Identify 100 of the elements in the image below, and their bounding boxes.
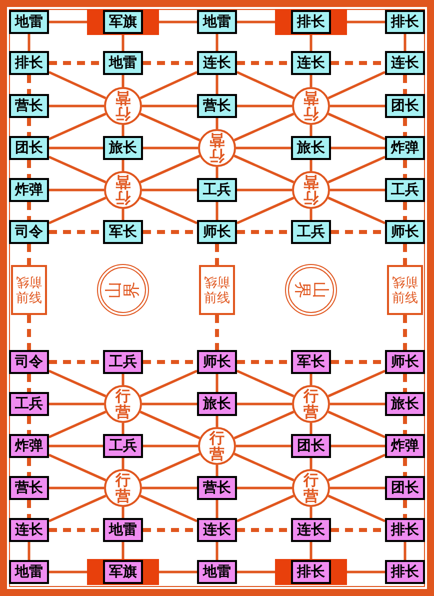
road-line <box>234 410 294 440</box>
road-line <box>48 196 106 224</box>
road-line <box>48 70 106 100</box>
piece-tile: 军旗 <box>103 10 143 34</box>
railway-line <box>403 374 407 392</box>
road-line <box>142 402 197 406</box>
piece-tile: 工兵 <box>103 350 143 374</box>
piece-tile: 炸弹 <box>9 434 49 458</box>
railway-line <box>403 118 407 136</box>
road-line <box>216 500 218 518</box>
piece-tile: 排长 <box>291 10 331 34</box>
road-line <box>49 146 103 150</box>
road-line <box>310 209 312 220</box>
piece-tile: 师长 <box>197 220 237 244</box>
railway-line <box>403 500 407 518</box>
camp-circle: 行营 <box>104 469 142 507</box>
road-line <box>404 542 406 560</box>
road-line <box>328 494 386 522</box>
piece-tile: 师长 <box>197 350 237 374</box>
road-line <box>310 75 312 87</box>
road-line <box>310 542 312 560</box>
road-line <box>140 154 200 184</box>
railway-line <box>27 315 31 350</box>
road-line <box>328 410 386 438</box>
road-line <box>404 34 406 51</box>
road-line <box>330 104 385 108</box>
frontline-box <box>199 265 235 315</box>
road-line <box>237 486 292 490</box>
piece-tile: 工兵 <box>385 178 425 202</box>
boundary-seal: 山界 <box>285 264 337 316</box>
road-line <box>49 20 87 24</box>
road-line <box>142 486 197 490</box>
road-line <box>48 112 106 140</box>
piece-tile: 团长 <box>9 136 49 160</box>
road-line <box>330 486 385 490</box>
road-line <box>234 154 294 184</box>
railway-line <box>27 118 31 136</box>
road-line <box>216 118 218 129</box>
piece-tile: 司令 <box>9 350 49 374</box>
railway-line <box>27 160 31 178</box>
piece-tile: 地雷 <box>103 51 143 75</box>
road-line <box>328 370 386 398</box>
headquarters-box <box>275 559 347 585</box>
road-line <box>49 402 104 406</box>
road-line <box>236 444 291 448</box>
piece-tile: 地雷 <box>197 560 237 584</box>
frontline-text: 前线 <box>392 273 418 290</box>
road-line <box>237 570 275 574</box>
road-line <box>122 160 124 171</box>
road-line <box>140 70 198 100</box>
piece-tile: 旅长 <box>197 392 237 416</box>
road-line <box>140 452 200 482</box>
railway-line <box>27 244 31 265</box>
road-line <box>48 454 106 482</box>
road-line <box>28 542 30 560</box>
piece-tile: 地雷 <box>103 518 143 542</box>
camp-circle: 行营 <box>292 87 330 125</box>
piece-tile: 连长 <box>291 518 331 542</box>
camp-circle: 行营 <box>104 385 142 423</box>
road-line <box>142 104 197 108</box>
road-line <box>237 20 275 24</box>
road-line <box>143 444 198 448</box>
camp-circle: 行营 <box>292 469 330 507</box>
road-line <box>236 370 294 398</box>
piece-tile: 营长 <box>9 94 49 118</box>
road-line <box>236 146 291 150</box>
frontline-box <box>11 265 47 315</box>
frontline-text: 前线 <box>204 273 230 290</box>
road-line <box>347 570 385 574</box>
piece-tile: 排长 <box>291 560 331 584</box>
road-line <box>331 444 385 448</box>
camp-circle: 行营 <box>292 171 330 209</box>
road-line <box>234 112 294 142</box>
road-line <box>328 112 386 140</box>
road-line <box>122 209 124 220</box>
road-line <box>310 374 312 385</box>
railway-line <box>27 374 31 392</box>
road-line <box>237 188 292 192</box>
frontline-text: 前线 <box>16 273 42 290</box>
road-line <box>216 374 218 392</box>
frontline-text: 前线 <box>392 290 418 307</box>
railway-line <box>403 244 407 265</box>
road-line <box>122 34 124 51</box>
piece-tile: 军长 <box>291 350 331 374</box>
road-line <box>48 156 106 184</box>
piece-tile: 连长 <box>9 518 49 542</box>
road-line <box>140 494 198 522</box>
road-line <box>122 458 124 469</box>
road-line <box>122 423 124 434</box>
road-line <box>140 370 198 398</box>
piece-tile: 团长 <box>385 94 425 118</box>
railway-line <box>403 75 407 94</box>
railway-line <box>27 416 31 434</box>
railway-line <box>403 202 407 220</box>
road-line <box>310 458 312 469</box>
road-line <box>49 486 104 490</box>
piece-tile: 炸弹 <box>9 178 49 202</box>
road-line <box>310 507 312 518</box>
headquarters-box <box>275 9 347 35</box>
piece-tile: 连长 <box>197 51 237 75</box>
